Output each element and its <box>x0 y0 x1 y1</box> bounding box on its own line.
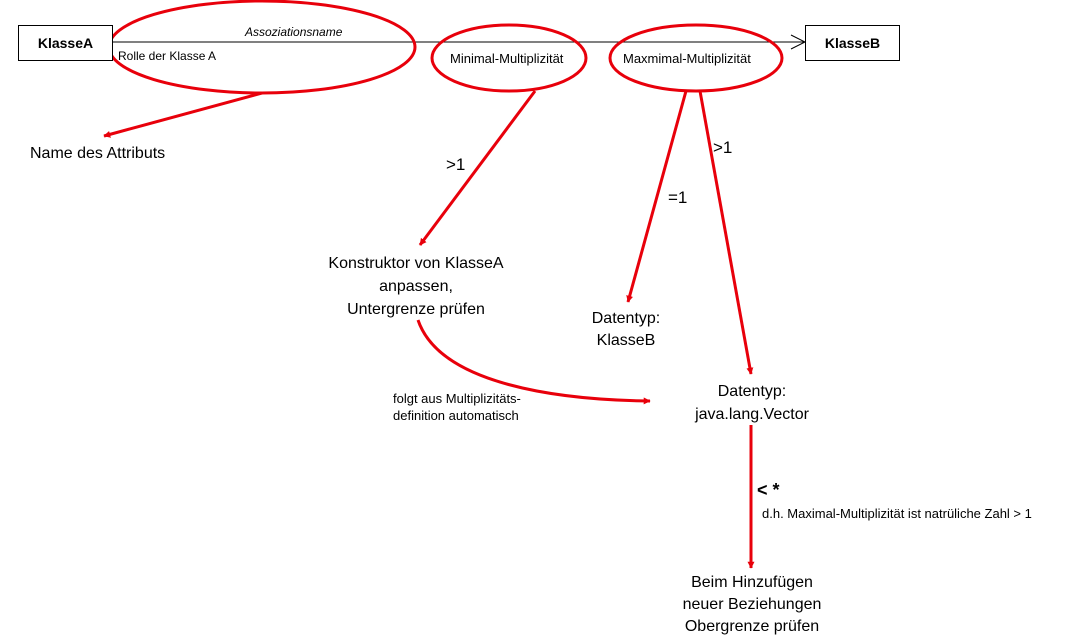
association-name: Assoziationsname <box>245 25 343 39</box>
constructor-line-3: Untergrenze prüfen <box>347 301 485 318</box>
datatype-vector: Datentyp: java.lang.Vector <box>672 380 832 426</box>
class-box-b: KlasseB <box>805 25 900 61</box>
natural-number-note: d.h. Maximal-Multiplizität ist natrülich… <box>762 506 1032 521</box>
class-box-a: KlasseA <box>18 25 113 61</box>
arrow-to-constructor <box>418 90 537 246</box>
condition-lt-star: < * <box>757 480 780 500</box>
max-mult-label: Maxmimal-Multiplizität <box>623 51 751 66</box>
add-rel-line-3: Obergrenze prüfen <box>684 618 820 635</box>
datatype-klasseb: Datentyp: KlasseB <box>576 308 676 352</box>
arrow-to-datatype-vector <box>698 90 754 375</box>
ellipse-max-mult <box>608 23 784 93</box>
constructor-note: Konstruktor von KlasseA anpassen, Unterg… <box>300 252 532 321</box>
class-b-label: KlasseB <box>824 35 881 51</box>
add-rel-line-1: Beim Hinzufügen <box>691 574 813 591</box>
datatype-vector-line-1: Datentyp: <box>717 383 787 400</box>
arrow-to-attribute <box>103 91 263 138</box>
role-a-label: Rolle der Klasse A <box>118 49 217 63</box>
condition-eq1: =1 <box>668 188 688 207</box>
datatype-vector-line-2: java.lang.Vector <box>695 406 809 423</box>
constructor-line-2: anpassen, <box>379 278 453 295</box>
arrow-to-datatype-b <box>626 90 688 303</box>
condition-gt1-right: >1 <box>713 138 733 157</box>
datatype-b-line-1: Datentyp: <box>591 310 661 327</box>
follows-line-1: folgt aus Multiplizitäts- <box>393 391 521 406</box>
constructor-line-1: Konstruktor von KlasseA <box>328 255 504 272</box>
ellipse-min-mult <box>430 23 588 93</box>
condition-gt1-left: >1 <box>446 155 466 174</box>
class-a-label: KlasseA <box>37 35 94 51</box>
add-relations-note: Beim Hinzufügen neuer Beziehungen Obergr… <box>662 572 842 638</box>
arrow-follows <box>416 319 651 405</box>
datatype-b-line-2: KlasseB <box>596 332 656 349</box>
follows-note: folgt aus Multiplizitäts- definition aut… <box>393 390 521 424</box>
ellipse-role-name <box>107 0 417 95</box>
add-rel-line-2: neuer Beziehungen <box>682 596 822 613</box>
follows-line-2: definition automatisch <box>393 408 519 423</box>
min-mult-label: Minimal-Multiplizität <box>450 51 564 66</box>
attribute-name-label: Name des Attributs <box>30 145 166 162</box>
